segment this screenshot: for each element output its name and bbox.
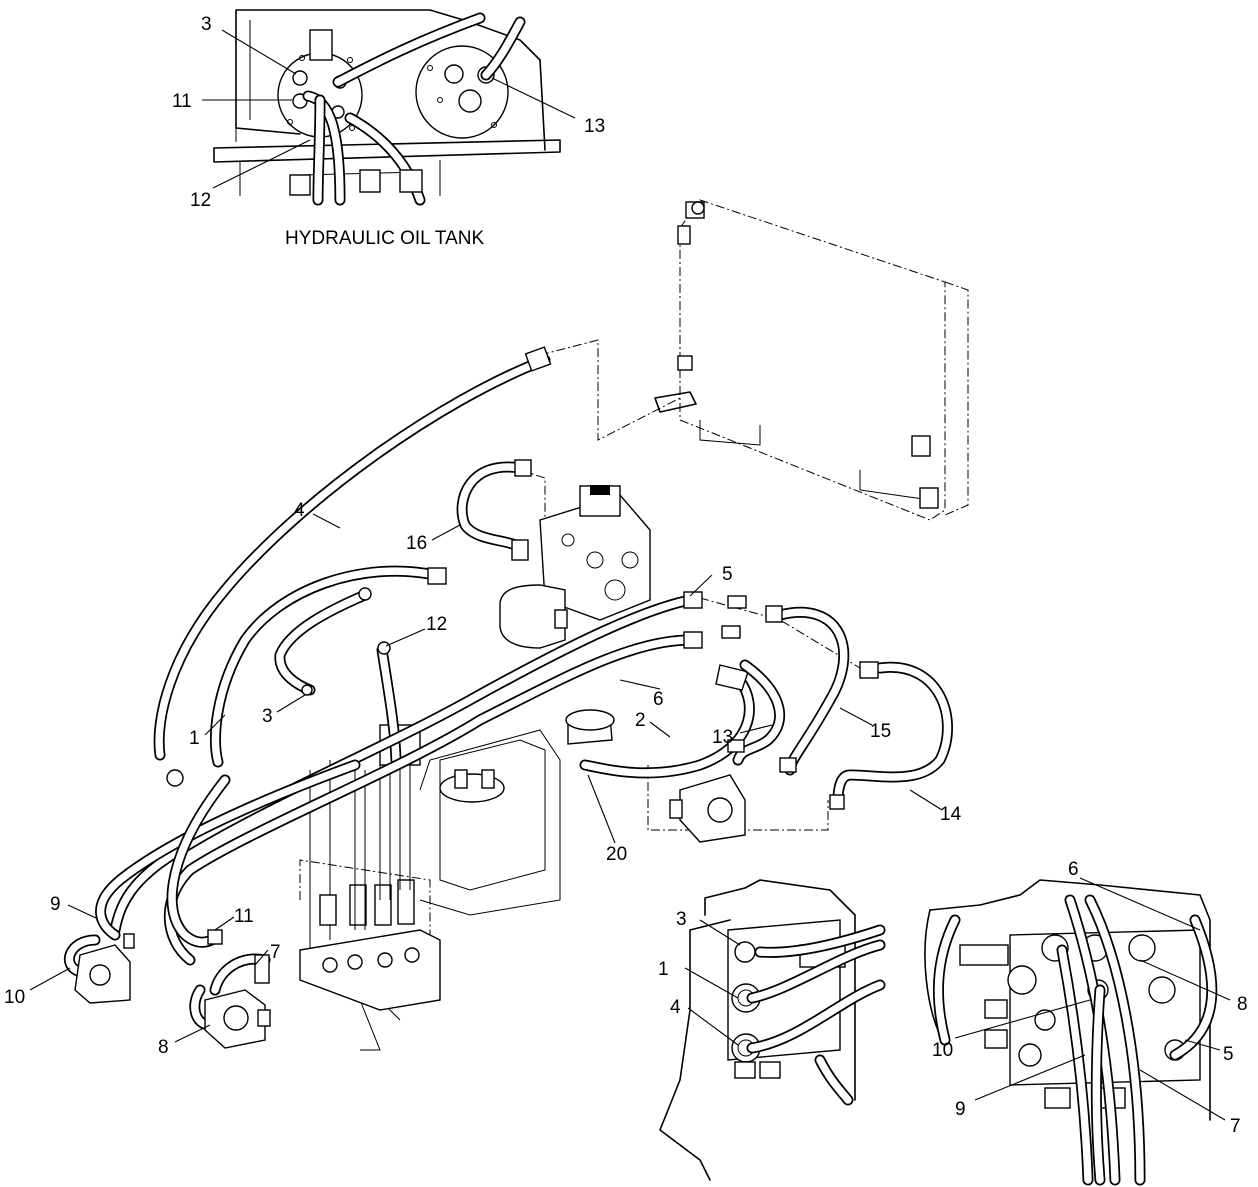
callout-main-9: 9 (50, 894, 61, 915)
callout-main-15: 15 (870, 721, 891, 742)
hose-2 (579, 664, 755, 779)
callout-main-20: 20 (606, 844, 627, 865)
callout-valve-right-6: 6 (1068, 859, 1079, 880)
callout-main-4: 4 (294, 500, 305, 521)
callout-main-8: 8 (158, 1037, 169, 1058)
callout-main-1: 1 (189, 728, 200, 749)
hose-9 (95, 759, 361, 941)
callout-valve-right-5: 5 (1223, 1044, 1234, 1065)
hose-1 (209, 565, 447, 768)
callout-labels: 3 11 12 13 4 16 5 12 1 3 6 2 13 15 14 20… (4, 14, 1248, 1137)
valve-inset-left (659, 879, 886, 1181)
hose-14 (829, 661, 953, 810)
hose-4 (153, 346, 552, 787)
hose-13 (727, 659, 786, 766)
callout-main-14: 14 (940, 804, 962, 825)
valve-inset-right (924, 879, 1218, 1186)
hose-7 (209, 953, 271, 996)
callout-tank-3: 3 (201, 14, 212, 35)
callout-valve-right-7: 7 (1230, 1116, 1241, 1137)
hose-11 (166, 774, 231, 948)
callout-main-12: 12 (426, 614, 447, 635)
callout-valve-right-8: 8 (1237, 994, 1248, 1015)
callout-main-7: 7 (270, 942, 281, 963)
callout-main-6: 6 (653, 689, 664, 710)
hose-15 (765, 605, 850, 776)
callout-tank-11: 11 (172, 91, 192, 112)
hose-5 (109, 591, 703, 936)
callout-valve-left-3: 3 (676, 909, 687, 930)
hose-3 (274, 587, 372, 696)
callout-main-13: 13 (712, 727, 733, 748)
leader-lines (29, 29, 1231, 1121)
callout-valve-left-4: 4 (670, 997, 681, 1018)
hose-12 (376, 641, 402, 766)
tank-inset-caption: HYDRAULIC OIL TANK (285, 228, 485, 249)
hose-16 (456, 459, 532, 561)
callout-main-3: 3 (262, 706, 273, 727)
callout-main-16: 16 (406, 533, 427, 554)
callout-tank-12: 12 (190, 190, 211, 211)
callout-main-10: 10 (4, 987, 25, 1008)
oil-cooler (654, 199, 969, 521)
callout-valve-right-9: 9 (955, 1099, 966, 1120)
callout-main-5: 5 (722, 564, 733, 585)
callout-valve-left-1: 1 (658, 959, 669, 980)
callout-main-11: 11 (234, 906, 254, 927)
callout-tank-13: 13 (584, 116, 605, 137)
tank-inset (213, 9, 561, 206)
callout-main-2: 2 (635, 710, 646, 731)
callout-valve-right-10: 10 (932, 1040, 953, 1061)
hose-10 (63, 934, 101, 978)
main-assembly (63, 339, 953, 1051)
